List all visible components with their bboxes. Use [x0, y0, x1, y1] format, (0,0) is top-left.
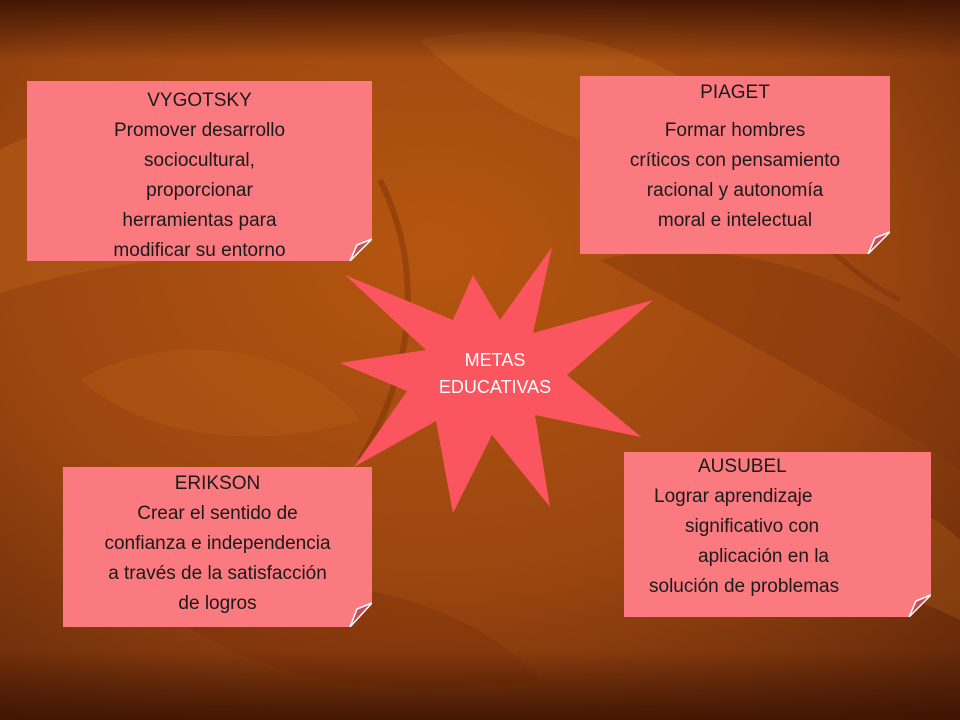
note-erikson-line: confianza e independencia — [104, 533, 331, 554]
note-ausubel-shape — [624, 452, 931, 617]
note-erikson-title: ERIKSON — [174, 473, 261, 494]
note-vygotsky-title: VYGOTSKY — [147, 90, 252, 111]
note-ausubel-line: Lograr aprendizaje — [654, 486, 813, 507]
note-piaget-line: críticos con pensamiento — [629, 150, 841, 171]
central-burst — [340, 247, 653, 513]
note-vygotsky-line: Promover desarrollo — [113, 120, 286, 141]
note-piaget-shape — [580, 76, 890, 254]
note-vygotsky-shape — [27, 81, 372, 261]
note-vygotsky: VYGOTSKY Promover desarrollo sociocultur… — [27, 81, 372, 261]
note-vygotsky-line: modificar su entorno — [113, 240, 286, 261]
note-erikson: ERIKSON Crear el sentido de confianza e … — [63, 467, 372, 627]
central-burst-label-line: METAS — [464, 350, 526, 370]
central-burst-shape — [340, 247, 653, 513]
note-erikson-line: Crear el sentido de — [137, 503, 298, 524]
note-ausubel: AUSUBEL Lograr aprendizaje significativo… — [624, 452, 931, 617]
note-ausubel-line: solución de problemas — [649, 576, 840, 597]
note-vygotsky-line: sociocultural, — [144, 150, 255, 171]
note-piaget: PIAGET Formar hombres críticos con pensa… — [580, 76, 890, 254]
note-erikson-line: de logros — [178, 593, 257, 614]
note-piaget-title: PIAGET — [700, 82, 770, 103]
note-piaget-line: Formar hombres — [664, 120, 806, 141]
note-vygotsky-line: proporcionar — [146, 180, 253, 201]
note-vygotsky-line: herramientas para — [122, 210, 277, 231]
note-erikson-shape — [63, 467, 372, 627]
note-erikson-line: a través de la satisfacción — [108, 563, 327, 584]
note-ausubel-line: significativo con — [685, 516, 820, 537]
note-piaget-line: racional y autonomía — [646, 180, 824, 201]
central-burst-label-line: EDUCATIVAS — [438, 377, 552, 397]
note-piaget-line: moral e intelectual — [657, 210, 813, 231]
note-ausubel-line: aplicación en la — [698, 546, 829, 567]
central-burst-label: METAS EDUCATIVAS — [405, 347, 585, 401]
note-ausubel-title: AUSUBEL — [698, 456, 787, 477]
